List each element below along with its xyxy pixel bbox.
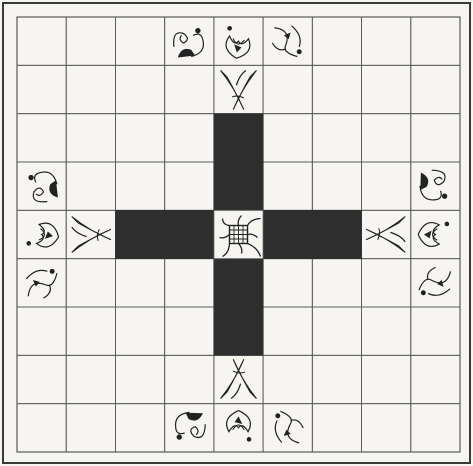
board-square[interactable] bbox=[312, 307, 361, 355]
board-square[interactable] bbox=[115, 307, 164, 355]
board-square[interactable] bbox=[263, 355, 312, 403]
board-square[interactable] bbox=[312, 355, 361, 403]
board-square[interactable] bbox=[214, 65, 263, 113]
board-square[interactable] bbox=[165, 404, 214, 452]
board-square[interactable] bbox=[263, 114, 312, 162]
board-square[interactable] bbox=[165, 17, 214, 65]
board-square[interactable] bbox=[362, 17, 411, 65]
board-square[interactable] bbox=[312, 65, 361, 113]
board-square[interactable] bbox=[66, 114, 115, 162]
board-square[interactable] bbox=[312, 114, 361, 162]
throne-square-icon bbox=[214, 210, 263, 258]
board-square[interactable] bbox=[66, 259, 115, 307]
board-square[interactable] bbox=[17, 65, 66, 113]
board-square[interactable] bbox=[263, 162, 312, 210]
dark-square bbox=[214, 113, 264, 162]
board-square[interactable] bbox=[66, 65, 115, 113]
board-square[interactable] bbox=[17, 259, 66, 307]
board-square[interactable] bbox=[263, 259, 312, 307]
board-square[interactable] bbox=[165, 65, 214, 113]
board-square[interactable] bbox=[66, 355, 115, 403]
board-square[interactable] bbox=[263, 65, 312, 113]
board-square[interactable] bbox=[312, 162, 361, 210]
board-square[interactable] bbox=[17, 17, 66, 65]
board-square[interactable] bbox=[411, 259, 460, 307]
board-square[interactable] bbox=[165, 259, 214, 307]
board-square[interactable] bbox=[411, 307, 460, 355]
board-square[interactable] bbox=[66, 17, 115, 65]
board-square[interactable] bbox=[362, 355, 411, 403]
board-square[interactable] bbox=[411, 162, 460, 210]
board-square[interactable] bbox=[115, 404, 164, 452]
board-square[interactable] bbox=[165, 162, 214, 210]
dark-square bbox=[214, 162, 264, 211]
board-square[interactable] bbox=[411, 17, 460, 65]
board-square[interactable] bbox=[66, 404, 115, 452]
dark-square bbox=[263, 210, 313, 259]
board-square[interactable] bbox=[115, 162, 164, 210]
board-square[interactable] bbox=[362, 162, 411, 210]
board-square[interactable] bbox=[115, 65, 164, 113]
board-square[interactable] bbox=[362, 259, 411, 307]
board-square[interactable] bbox=[362, 65, 411, 113]
board-square[interactable] bbox=[362, 404, 411, 452]
dark-square bbox=[312, 210, 362, 259]
board-square[interactable] bbox=[17, 355, 66, 403]
board-square[interactable] bbox=[214, 355, 263, 403]
board-square[interactable] bbox=[312, 259, 361, 307]
board-square[interactable] bbox=[362, 307, 411, 355]
board-square[interactable] bbox=[115, 355, 164, 403]
board-square[interactable] bbox=[115, 17, 164, 65]
dark-square bbox=[214, 258, 264, 307]
board-square[interactable] bbox=[17, 404, 66, 452]
board-square[interactable] bbox=[66, 307, 115, 355]
board-square[interactable] bbox=[362, 114, 411, 162]
board-square[interactable] bbox=[263, 17, 312, 65]
board-square[interactable] bbox=[312, 404, 361, 452]
board-square[interactable] bbox=[17, 307, 66, 355]
board-square[interactable] bbox=[263, 404, 312, 452]
dark-square bbox=[115, 210, 165, 259]
board-square[interactable] bbox=[312, 17, 361, 65]
board-square[interactable] bbox=[17, 114, 66, 162]
board-square[interactable] bbox=[411, 114, 460, 162]
dark-square bbox=[164, 210, 214, 259]
board-square[interactable] bbox=[411, 355, 460, 403]
dark-square bbox=[214, 307, 264, 356]
board-square[interactable] bbox=[66, 162, 115, 210]
board-square[interactable] bbox=[411, 404, 460, 452]
board-square[interactable] bbox=[17, 162, 66, 210]
board-square[interactable] bbox=[115, 114, 164, 162]
board-square[interactable] bbox=[263, 307, 312, 355]
board-square[interactable] bbox=[411, 65, 460, 113]
board-square[interactable] bbox=[165, 307, 214, 355]
board-square[interactable] bbox=[165, 355, 214, 403]
board-square[interactable] bbox=[165, 114, 214, 162]
board-square[interactable] bbox=[115, 259, 164, 307]
